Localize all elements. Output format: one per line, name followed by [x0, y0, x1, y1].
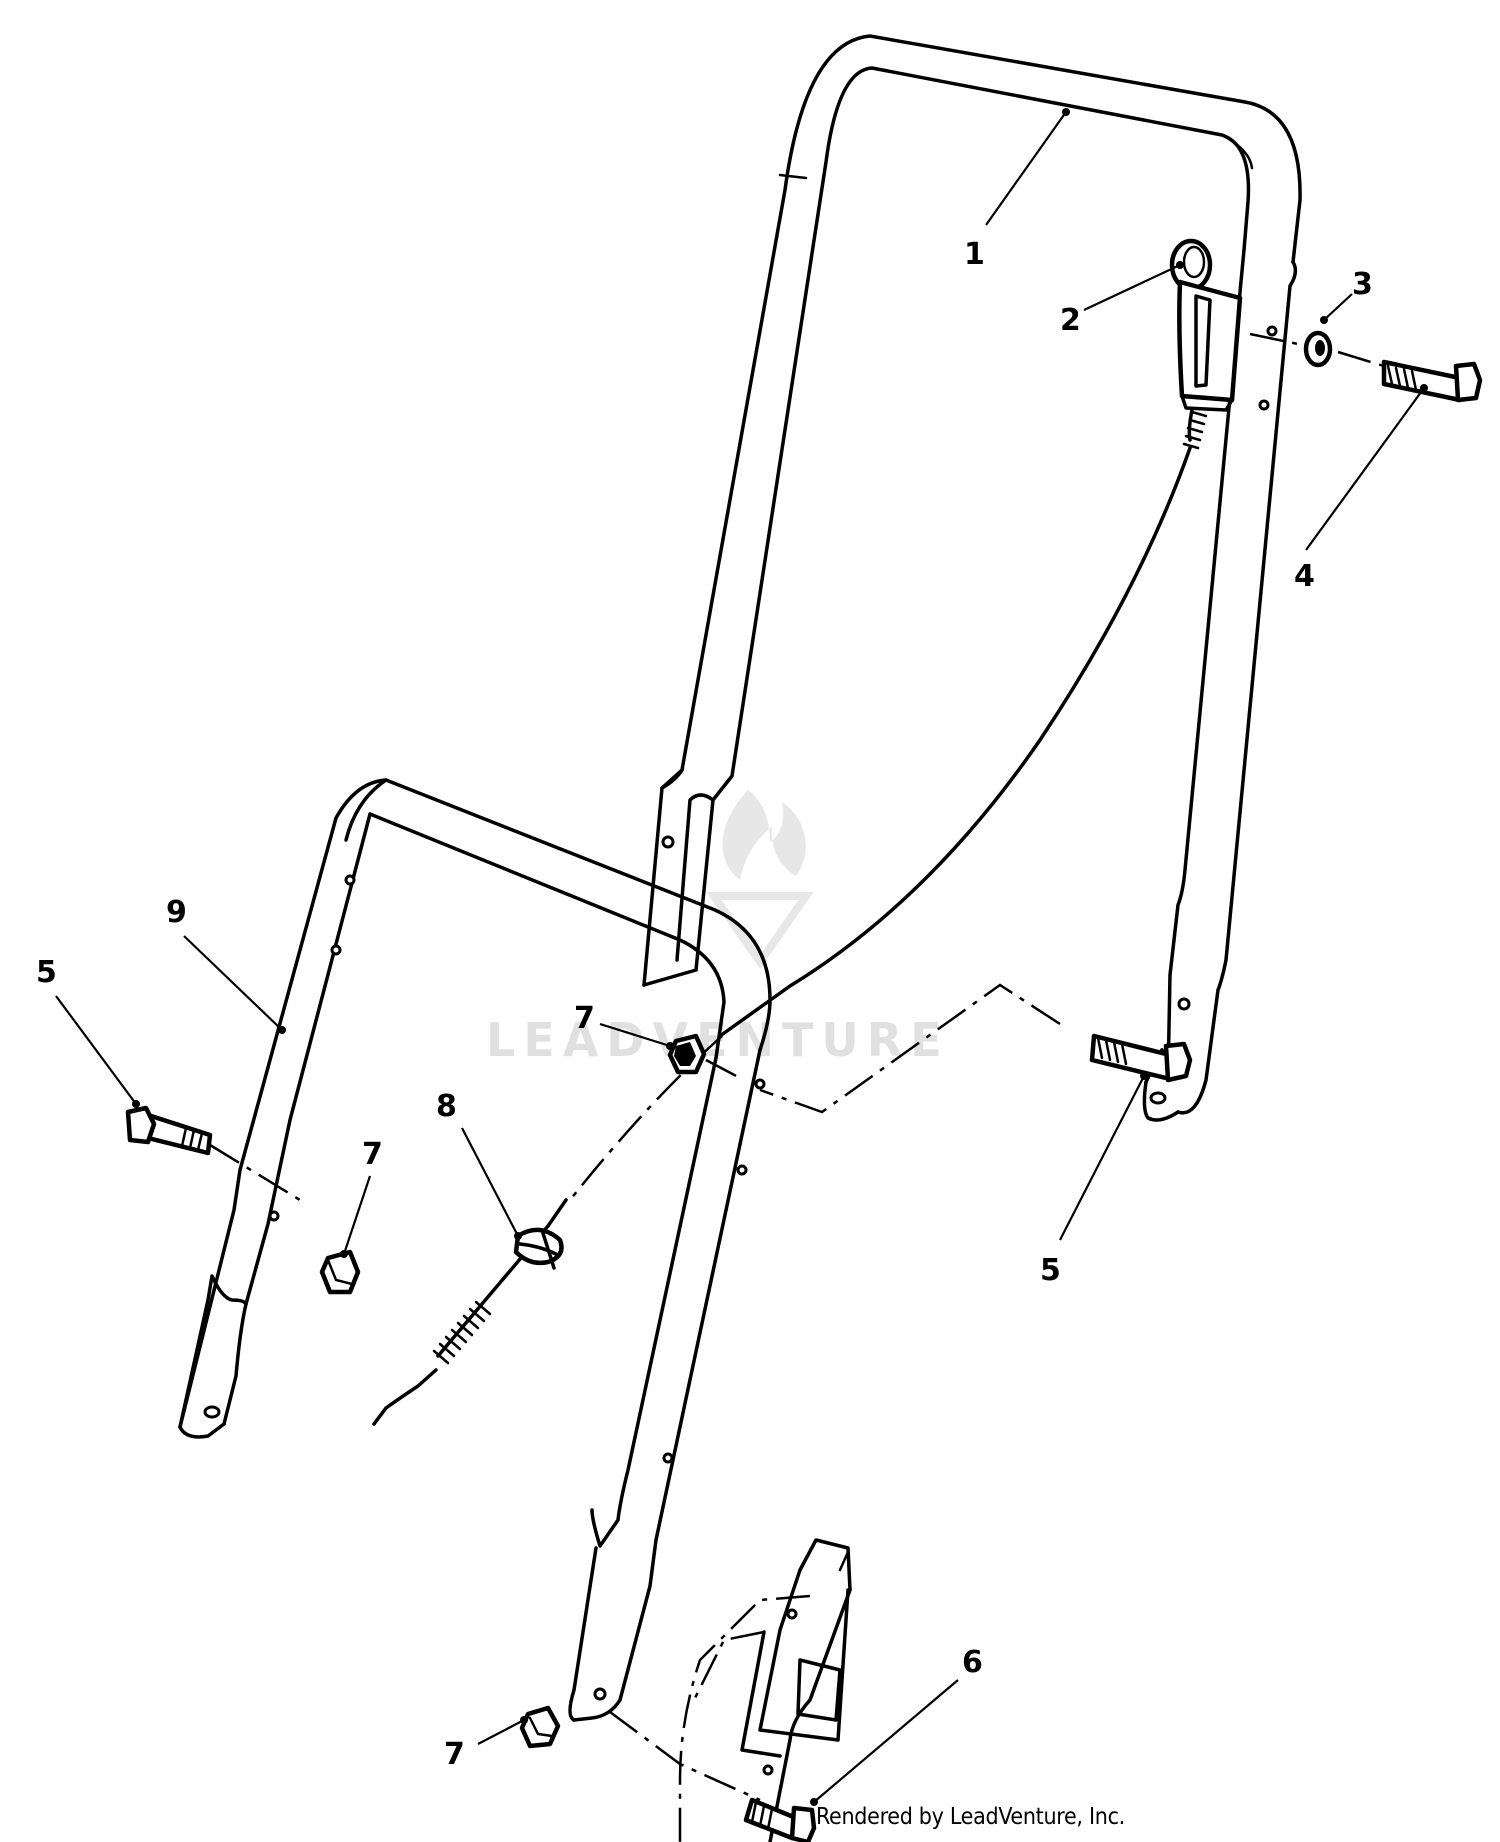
callout-9: 9 — [166, 895, 187, 930]
leadventure-watermark: LEADVENTURE — [486, 790, 950, 1067]
axis-bolt-4 — [1249, 332, 1385, 368]
callout-6: 6 — [962, 1645, 983, 1680]
callout-7-bottom: 7 — [444, 1737, 465, 1772]
callout-2: 2 — [1060, 303, 1081, 338]
callout-7-left: 7 — [362, 1137, 383, 1172]
part-5-bolt-right — [1089, 1033, 1193, 1083]
callout-numbers: 1 2 3 4 5 5 6 7 7 7 8 9 — [36, 237, 1373, 1772]
part-7-nut-bottom — [519, 1705, 561, 1749]
deck-bracket-outline — [678, 1538, 852, 1842]
part-6-bolt — [743, 1797, 817, 1842]
callout-4: 4 — [1294, 559, 1315, 594]
part-9-lower-handle — [178, 778, 772, 1722]
callout-5-right: 5 — [1040, 1253, 1061, 1288]
axis-bolt-6 — [609, 1710, 761, 1802]
part-2-control-lever — [1169, 238, 1243, 450]
part-7-nut-middle — [667, 1033, 707, 1075]
callout-3: 3 — [1352, 267, 1373, 302]
axis-bolt-5-left — [209, 1143, 301, 1202]
control-cable — [372, 446, 1192, 1426]
part-1-upper-handle — [642, 34, 1302, 1122]
callout-5-left: 5 — [36, 955, 57, 990]
callout-leaders — [55, 108, 1428, 1806]
callout-7-middle: 7 — [574, 1001, 595, 1036]
part-4-bolt — [1381, 359, 1483, 403]
part-3-washer — [1303, 330, 1333, 368]
watermark-text: LEADVENTURE — [486, 1013, 950, 1067]
part-8-cable-clip — [513, 1227, 564, 1270]
part-7-nut-left — [319, 1249, 361, 1295]
callout-8: 8 — [436, 1089, 457, 1124]
axis-bolt-5-right — [759, 983, 1061, 1114]
part-5-bolt-left — [125, 1105, 213, 1156]
callout-1: 1 — [964, 237, 985, 272]
rendered-by-credit: Rendered by LeadVenture, Inc. — [816, 1804, 1125, 1830]
axis-nut-7-middle — [705, 1058, 741, 1080]
